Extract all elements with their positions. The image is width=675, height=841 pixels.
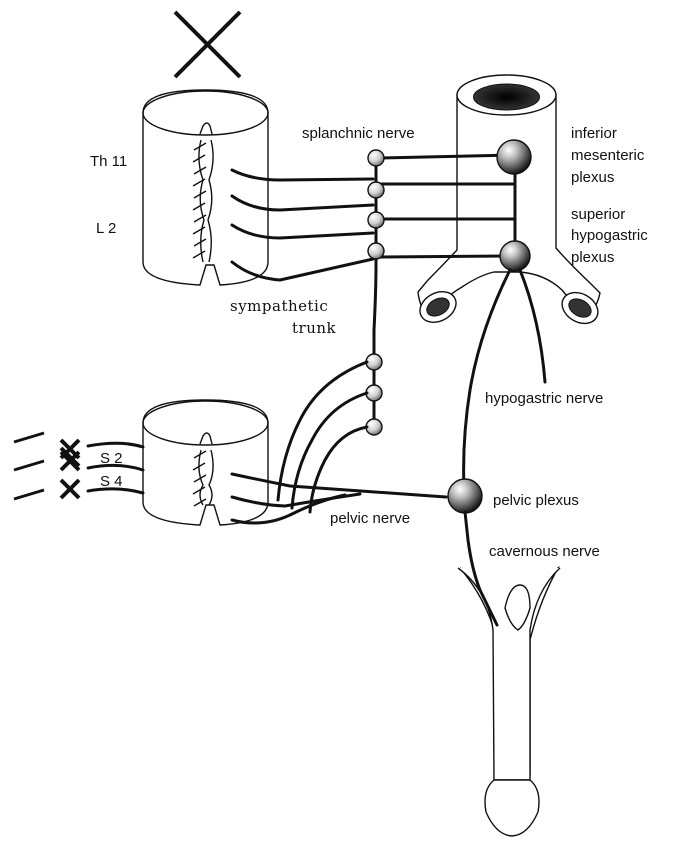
label-hypogastric-plexus: plexus [571,249,614,266]
aorta-vessel [415,75,604,330]
label-l2: L 2 [96,220,116,237]
label-superior: superior [571,206,625,223]
label-mesenteric: mesenteric [571,147,645,164]
label-trunk: trunk [292,319,337,337]
inferior-mesenteric-plexus-icon [497,140,531,174]
sacral-spinal-cord [143,400,268,525]
label-mesenteric-plexus: plexus [571,169,614,186]
label-pelvic-plexus: pelvic plexus [493,492,579,509]
label-cavernous-nerve: cavernous nerve [489,543,600,560]
label-pelvic-nerve: pelvic nerve [330,510,410,527]
label-splanchnic-nerve: splanchnic nerve [302,125,415,142]
upper-lesion-x-icon [175,12,240,77]
label-s4: S 4 [100,473,123,490]
hypogastric-nerve [464,270,545,490]
sacral-lesion-x-icon [61,440,79,498]
label-th11: Th 11 [90,153,127,170]
label-inferior: inferior [571,125,617,142]
label-hypogastric: hypogastric [571,227,648,244]
label-sympathetic: sympathetic [230,297,328,315]
thoracolumbar-spinal-cord [143,90,268,285]
pelvic-plexus-icon [448,479,482,513]
sacral-root-dash-icon [14,433,44,499]
penis-illustration [458,568,560,836]
label-s2: S 2 [100,450,123,467]
superior-hypogastric-plexus-icon [500,241,530,271]
label-hypogastric-nerve: hypogastric nerve [485,390,603,407]
